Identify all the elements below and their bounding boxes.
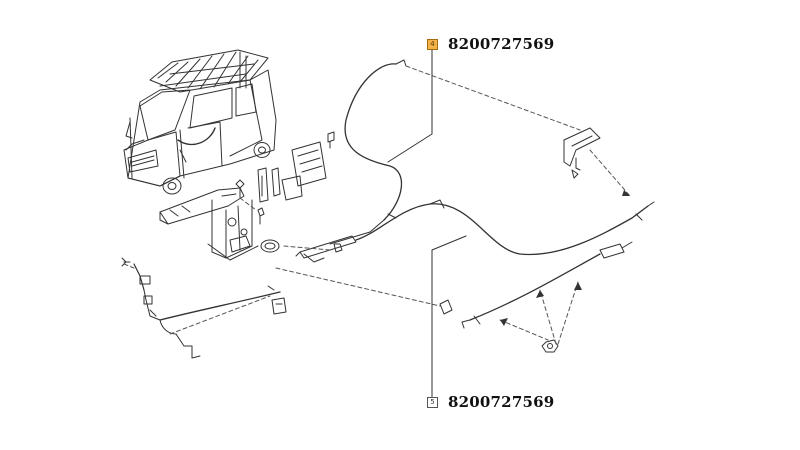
callout-leader-lines <box>387 47 467 399</box>
part-number-label[interactable]: 8200727569 <box>448 35 555 53</box>
van-illustration <box>123 49 277 195</box>
callout-5: 5 8200727569 <box>427 393 554 411</box>
rear-brake-cables <box>295 59 655 353</box>
arrow-markers <box>500 190 630 326</box>
handbrake-lever-assembly <box>159 179 259 261</box>
callout-4: 4 8200727569 <box>427 35 554 53</box>
front-brake-cable <box>121 257 287 359</box>
part-number-label[interactable]: 8200727569 <box>448 393 555 411</box>
leader-lines <box>123 65 631 345</box>
callout-index-box[interactable]: 4 <box>427 38 438 50</box>
callout-index-box[interactable]: 5 <box>427 396 438 408</box>
mounting-brackets <box>257 131 335 253</box>
